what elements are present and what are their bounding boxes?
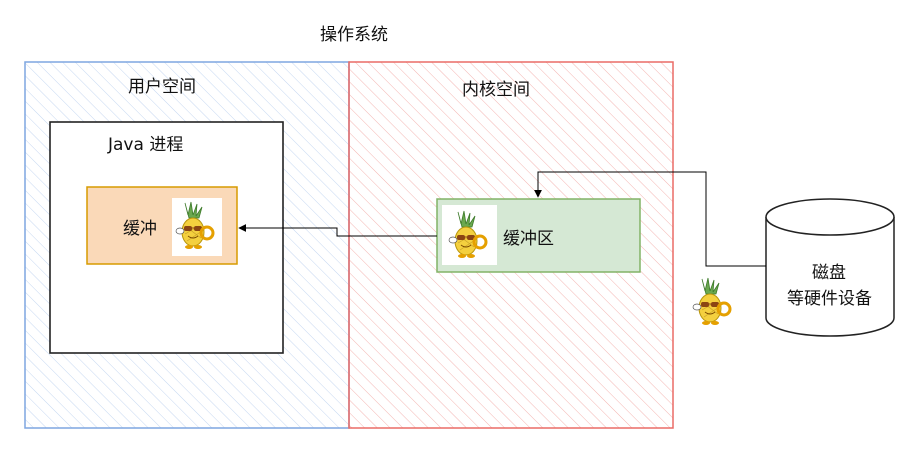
kernel-space-label: 内核空间 (462, 80, 530, 100)
java-process-label: Java 进程 (108, 135, 184, 155)
user-buffer-label: 缓冲 (123, 219, 157, 239)
os-label: 操作系统 (320, 25, 388, 45)
edge-disk-to-kernel-buffer (534, 171, 766, 267)
disk-label-line2: 等硬件设备 (787, 289, 872, 309)
disk-label-line1: 磁盘 (812, 263, 846, 283)
edge-kernel-buffer-to-user-buffer (238, 224, 437, 237)
kernel-buffer-label: 缓冲区 (503, 229, 554, 249)
disk-cylinder (765, 198, 895, 337)
pineapple-mascot-icon (691, 276, 732, 327)
user-space-label: 用户空间 (128, 77, 196, 97)
